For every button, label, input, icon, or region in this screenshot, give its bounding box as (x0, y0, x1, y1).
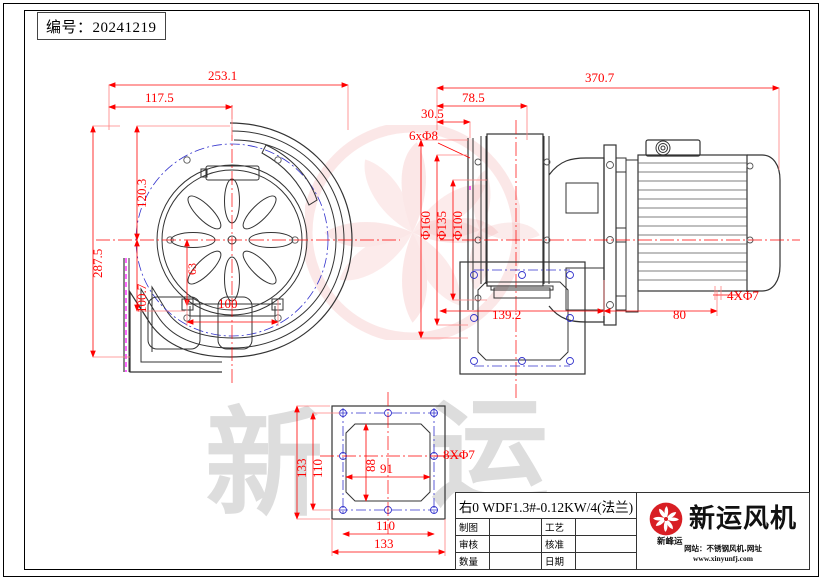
field-label-drawn-by: 制图 (456, 519, 490, 535)
field-label-approved-by: 核准 (542, 536, 576, 552)
dim-dia-100: Φ100 (450, 210, 465, 240)
field-value-drawn-by[interactable] (490, 519, 542, 535)
dim-bolt-circle-note: 6xΦ8 (409, 128, 439, 143)
brand-name: 新运风机 (688, 503, 797, 534)
dim-dia-135: Φ135 (434, 210, 449, 240)
title-block-rows: 制图 工艺 审核 核准 数量 日期 (456, 519, 636, 569)
table-row: 数量 日期 (456, 553, 636, 569)
field-value-date[interactable] (576, 553, 636, 569)
dim-height-overall: 287.5 (90, 248, 105, 278)
left-view-dimensions (90, 82, 349, 358)
field-value-process[interactable] (576, 519, 636, 535)
field-value-approved-by[interactable] (576, 536, 636, 552)
dim-flange-bottom-outer: 133 (374, 536, 394, 551)
field-value-quantity[interactable] (490, 553, 542, 569)
table-row: 制图 工艺 (456, 519, 636, 536)
dim-flange-inner-width: 91 (380, 461, 393, 476)
field-label-date: 日期 (542, 553, 576, 569)
dim-flange-inner-height: 88 (363, 459, 378, 472)
dim-height-upper: 120.3 (134, 178, 149, 208)
drawing-number-label: 编号：20241219 (46, 19, 157, 36)
field-label-checked-by: 审核 (456, 536, 490, 552)
sheet-border-outer (3, 3, 819, 577)
left-view-scroll-housing (96, 105, 400, 385)
dim-top-overall: 253.1 (208, 68, 238, 83)
table-row: 审核 核准 (456, 536, 636, 553)
bottom-flange-detail (294, 392, 462, 556)
dim-seg-305: 30.5 (421, 106, 444, 121)
dim-top-partial: 117.5 (145, 90, 174, 105)
dim-flange-pitch: 110 (310, 458, 325, 478)
dim-hole-note-8: 8XΦ7 (443, 447, 475, 462)
company-logo-icon: 新峰运 (649, 502, 683, 547)
dim-seg-785: 78.5 (462, 90, 485, 105)
sheet-border-inner (24, 10, 810, 570)
website-line-1: 网站：不锈钢风机.网址 (684, 543, 762, 553)
dim-flange-outer: 133 (294, 458, 309, 479)
dim-seg-80: 80 (673, 307, 686, 322)
drawing-number-box: 编号：20241219 (37, 12, 166, 40)
right-view-dimensions (418, 85, 780, 339)
dim-inner-width: 100 (218, 296, 238, 311)
sub-brand-label: 新峰运 (656, 536, 683, 547)
title-block: 右0 WDF1.3#-0.12KW/4(法兰) 制图 工艺 审核 核准 数量 (455, 492, 810, 570)
field-value-checked-by[interactable] (490, 536, 542, 552)
dim-hole-note-4: 4XΦ7 (727, 288, 759, 303)
model-designation: 右0 WDF1.3#-0.12KW/4(法兰) (456, 493, 636, 519)
company-branding: 新峰运 新运风机 网站：不锈钢风机.网址 www.xinyunfj.com (637, 493, 809, 569)
dim-height-lower: 100.7 (134, 283, 149, 313)
field-label-process: 工艺 (542, 519, 576, 535)
field-label-quantity: 数量 (456, 553, 490, 569)
dim-dia-160: Φ160 (418, 210, 433, 240)
logo-row: 新峰运 新运风机 (649, 502, 797, 547)
right-view-motor-assembly (440, 120, 800, 400)
website-line-2: www.xinyunfj.com (692, 553, 753, 563)
dim-seg-1392: 139.2 (492, 307, 522, 322)
title-block-left: 右0 WDF1.3#-0.12KW/4(法兰) 制图 工艺 审核 核准 数量 (456, 493, 637, 569)
dim-inner-height: 63 (185, 263, 199, 275)
dim-overall-length: 370.7 (585, 70, 615, 85)
dim-flange-bottom-pitch: 110 (376, 518, 396, 533)
